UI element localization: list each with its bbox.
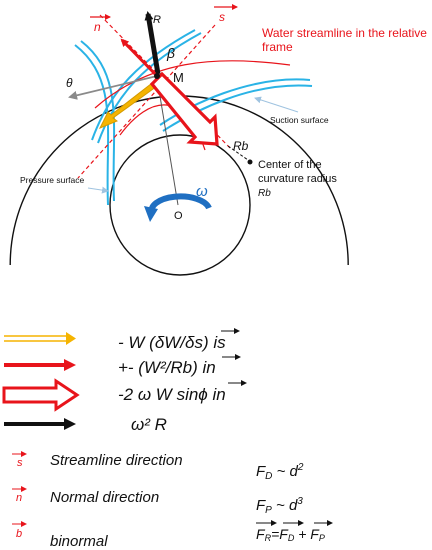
suction-surface-label: Suction surface (270, 115, 329, 125)
label-rb-point: Rb (233, 139, 249, 153)
centrifugal-arrow (144, 11, 161, 75)
suction-leader (254, 96, 299, 113)
rotation-arrow-head (144, 206, 158, 222)
streamwise-force-arrow (98, 79, 161, 129)
curvature-center-label-line1: Center of the (258, 159, 322, 171)
point-m (154, 73, 160, 79)
blade-right (159, 78, 313, 132)
label-r: R (153, 14, 161, 26)
curvature-center-label-line3: Rb (258, 188, 271, 199)
dir-b-symbol: b (16, 528, 22, 540)
label-omega: ω (196, 183, 208, 200)
force-fd-relation: FD ~ d2 (256, 462, 304, 482)
label-beta: β (166, 45, 175, 61)
dir-n-symbol: n (16, 492, 22, 504)
label-theta: θ (66, 76, 73, 90)
hub-circle (109, 134, 251, 276)
legend-text-4: ω² R (131, 415, 167, 434)
label-o: O (174, 210, 183, 222)
dir-n-label: Normal direction (50, 489, 159, 506)
legend-text-1: - W (δW/δs) is (118, 333, 226, 352)
water-streamline-curve (94, 60, 291, 109)
force-sum-relation: FR=FD + FP (256, 526, 325, 543)
curvature-center-label-line2: curvature radius (258, 173, 337, 185)
theta-arrow (68, 75, 158, 100)
dir-s-label: Streamline direction (50, 452, 183, 469)
pressure-leader (87, 186, 109, 194)
force-fp-relation: FP ~ d3 (256, 496, 303, 516)
legend-arrow-red-thin (4, 359, 76, 371)
legend-text-2: +- (W²/Rb) in (118, 358, 216, 377)
s-symbol-label: s (219, 10, 225, 24)
n-symbol-label: n (94, 20, 101, 34)
legend-arrow-red-hollow (2, 378, 80, 412)
water-streamline-label-line2: frame (262, 40, 293, 54)
pressure-surface-label: Pressure surface (20, 175, 85, 185)
curvature-center-dot (247, 159, 253, 165)
legend-text-3: -2 ω W sinϕ in (118, 385, 226, 404)
coriolis-arrow (149, 71, 219, 146)
water-streamline-label-line1: Water streamline in the relative (262, 26, 427, 40)
label-m: M (173, 70, 184, 85)
legend-arrow-yellow (4, 332, 76, 345)
dir-b-label: binormal (50, 533, 108, 550)
legend-arrow-black (4, 418, 76, 430)
blade-left (74, 40, 116, 206)
rb-dashed-segment (227, 145, 249, 161)
s-direction-dashed-line (77, 24, 216, 179)
dir-s-symbol: s (17, 457, 23, 469)
normal-curvature-arrow (120, 38, 159, 78)
